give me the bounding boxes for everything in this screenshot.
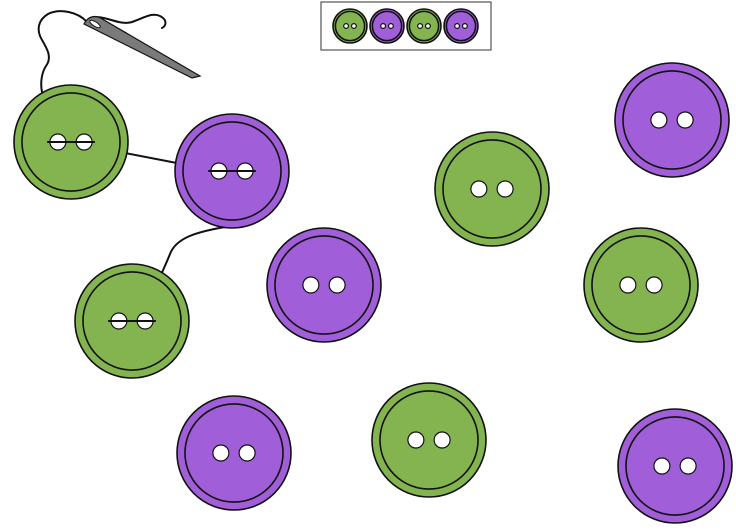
- button-face: [442, 139, 542, 239]
- thread-tail: [91, 13, 167, 29]
- pattern-button-3-green: [406, 8, 442, 44]
- pattern-strip: [320, 1, 492, 51]
- button-face: [371, 10, 403, 42]
- button-hole-left: [619, 276, 637, 294]
- button-hole-right: [496, 180, 514, 198]
- stitches-group: [46, 141, 257, 322]
- button-face: [622, 70, 722, 170]
- button-hole-left: [454, 23, 461, 29]
- button-hole-left: [380, 23, 387, 29]
- needle-eye: [89, 19, 101, 29]
- button-hole-right: [424, 23, 431, 29]
- button-hole-right: [328, 276, 346, 294]
- button-face: [379, 390, 479, 490]
- button-10-purple: [617, 408, 733, 524]
- button-hole-left: [417, 23, 424, 29]
- button-hole-right: [645, 276, 663, 294]
- button-hole-right: [350, 23, 357, 29]
- button-face: [625, 416, 725, 516]
- sewing-needle-icon: [83, 15, 202, 79]
- button-7-green: [583, 227, 699, 343]
- buttons-group: [13, 62, 733, 524]
- thread-link-2: [157, 226, 226, 283]
- button-hole-left: [407, 431, 425, 449]
- button-face: [334, 10, 366, 42]
- button-hole-left: [212, 444, 230, 462]
- button-hole-left: [343, 23, 350, 29]
- button-hole-left: [302, 276, 320, 294]
- button-hole-right: [461, 23, 468, 29]
- needle-shaft: [83, 15, 202, 79]
- button-hole-right: [387, 23, 394, 29]
- button-hole-right: [676, 111, 694, 129]
- button-5-green: [434, 131, 550, 247]
- pattern-button-1-green: [332, 8, 368, 44]
- thread-link-1: [119, 151, 183, 165]
- button-hole-right: [679, 457, 697, 475]
- button-9-green: [371, 382, 487, 498]
- pattern-button-4-purple: [443, 8, 479, 44]
- pattern-button-2-purple: [369, 8, 405, 44]
- button-face: [184, 403, 284, 503]
- button-hole-left: [470, 180, 488, 198]
- button-face: [445, 10, 477, 42]
- button-face: [274, 235, 374, 335]
- button-hole-left: [653, 457, 671, 475]
- button-hole-right: [433, 431, 451, 449]
- button-face: [591, 235, 691, 335]
- button-face: [408, 10, 440, 42]
- button-4-purple: [266, 227, 382, 343]
- button-hole-right: [238, 444, 256, 462]
- button-hole-left: [650, 111, 668, 129]
- button-8-purple: [176, 395, 292, 511]
- thread-upper: [37, 10, 88, 93]
- button-6-purple: [614, 62, 730, 178]
